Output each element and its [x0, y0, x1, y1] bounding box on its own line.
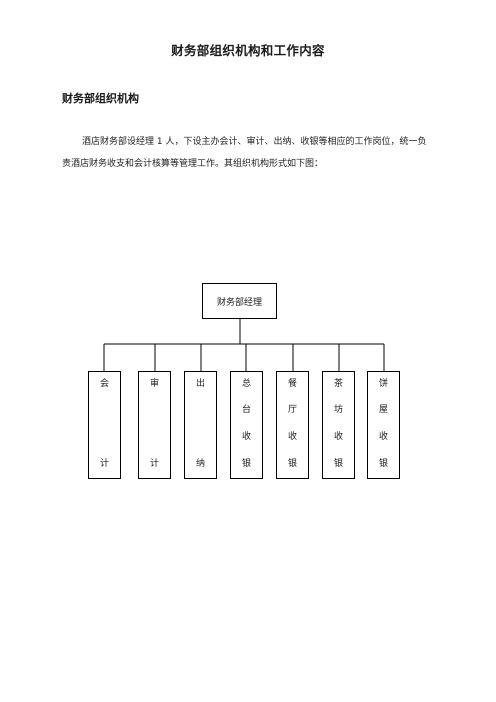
unit-char: 审 — [149, 379, 159, 389]
unit-char: 屋 — [378, 405, 388, 415]
document-title: 财务部组织机构和工作内容 — [171, 43, 325, 58]
unit-box-front-desk-cashier: 总 台 收 银 — [230, 371, 263, 479]
unit-char: 收 — [287, 432, 297, 442]
root-box-finance-manager: 财务部经理 — [202, 283, 277, 319]
unit-char: 银 — [333, 459, 343, 469]
unit-box-bakery-cashier: 饼 屋 收 银 — [367, 371, 400, 479]
unit-box-teahouse-cashier: 茶 坊 收 银 — [322, 371, 355, 479]
unit-char: 茶 — [333, 379, 343, 389]
unit-char: 银 — [378, 459, 388, 469]
unit-char: 计 — [99, 459, 109, 469]
unit-char: 收 — [378, 432, 388, 442]
unit-char: 会 — [99, 379, 109, 389]
unit-char: 坊 — [333, 405, 343, 415]
unit-char: 台 — [241, 405, 251, 415]
unit-char: 收 — [333, 432, 343, 442]
unit-char: 厅 — [287, 405, 297, 415]
section-heading: 财务部组织机构 — [62, 92, 139, 105]
unit-box-cashier: 出 纳 — [184, 371, 217, 479]
unit-char: 计 — [149, 459, 159, 469]
unit-char: 银 — [241, 459, 251, 469]
unit-char: 餐 — [287, 379, 297, 389]
unit-box-restaurant-cashier: 餐 厅 收 银 — [276, 371, 309, 479]
unit-char: 收 — [241, 432, 251, 442]
unit-char: 总 — [241, 379, 251, 389]
unit-box-accounting: 会 计 — [88, 371, 121, 479]
unit-char: 饼 — [378, 379, 388, 389]
unit-box-audit: 审 计 — [138, 371, 171, 479]
intro-paragraph: 酒店财务部设经理 1 人，下设主办会计、审计、出纳、收银等相应的工作岗位，统一负… — [62, 137, 427, 169]
unit-char: 银 — [287, 459, 297, 469]
unit-char: 出 — [195, 379, 205, 389]
unit-char: 纳 — [195, 459, 205, 469]
